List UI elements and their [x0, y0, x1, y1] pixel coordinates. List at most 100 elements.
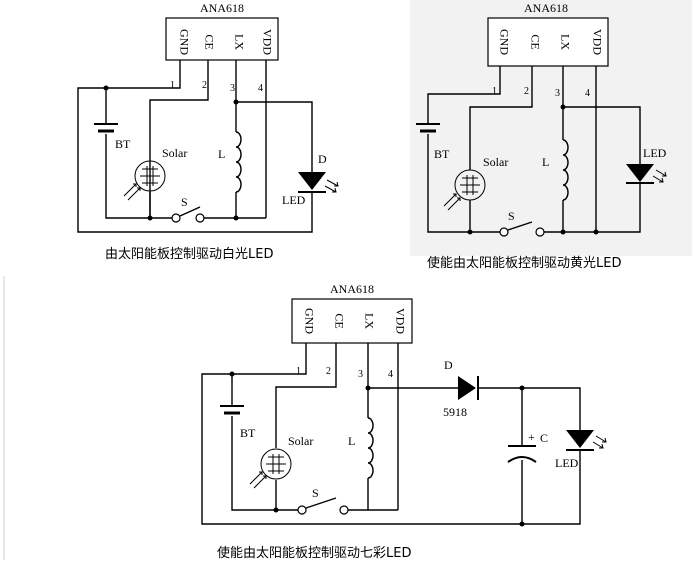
wire-diode-out-3 — [478, 387, 581, 430]
wire-bt-low-2 — [427, 134, 470, 233]
solar-label-3: Solar — [288, 434, 313, 448]
pin-number-4-2: 4 — [585, 88, 590, 99]
solar-label-2: Solar — [483, 155, 508, 169]
junction-1b — [233, 99, 239, 105]
switch-1 — [171, 206, 205, 223]
wire-gnd-2 — [427, 66, 501, 124]
caption-1: 由太阳能板控制驱动白光LED — [105, 246, 273, 262]
capacitor-label-3: C — [540, 431, 548, 445]
pin-label-vdd-1: VDD — [260, 29, 274, 55]
chip-body-1 — [165, 17, 279, 61]
junction-3b — [365, 385, 371, 391]
pin-number-4-3: 4 — [388, 369, 393, 380]
pin-label-gnd-2: GND — [497, 29, 511, 55]
battery-3 — [220, 405, 244, 415]
diode-3 — [458, 376, 479, 400]
wire-ce-1 — [149, 60, 209, 215]
wire-gnd-1 — [77, 60, 313, 233]
caption-3: 使能由太阳能板控制驱动七彩LED — [217, 545, 411, 561]
led-3 — [566, 430, 607, 451]
circuit-yellow-led: ANA618 GND CE LX VDD 1 2 3 4 BT — [410, 0, 692, 271]
battery-label-1: BT — [115, 137, 131, 151]
wire-ce-3 — [275, 343, 337, 448]
led-label-1: LED — [282, 193, 306, 207]
wire-ce-2 — [469, 66, 533, 170]
wire-led-top-1 — [236, 101, 313, 172]
switch-2 — [499, 221, 545, 237]
inductor-3 — [367, 417, 374, 479]
junction-3e — [519, 521, 525, 527]
chip-name-1: ANA618 — [200, 1, 244, 15]
solar-cell-2 — [443, 169, 486, 211]
circuit-white-led: ANA618 GND CE LX VDD 1 2 3 4 BT — [77, 1, 339, 262]
chip-name-3: ANA618 — [330, 282, 374, 296]
pin-label-gnd-1: GND — [177, 29, 191, 55]
pin-number-1-3: 1 — [296, 366, 301, 377]
led-label-2: LED — [643, 146, 667, 160]
pin-number-3-1: 3 — [230, 83, 235, 94]
pin-number-3-3: 3 — [358, 369, 363, 380]
pin-number-2-1: 2 — [202, 80, 207, 91]
chip-body-2 — [487, 17, 609, 67]
inductor-label-2: L — [542, 155, 549, 169]
junction-1d — [233, 215, 239, 221]
led-label-3: LED — [555, 456, 579, 470]
battery-2 — [416, 123, 440, 133]
switch-label-1: S — [181, 195, 188, 209]
led-2 — [626, 164, 667, 184]
capacitor-plus-3: + — [528, 430, 535, 444]
pin-label-lx-3: LX — [362, 313, 376, 329]
junction-3d — [273, 507, 279, 513]
chip-name-2: ANA618 — [524, 1, 568, 15]
junction-2d — [593, 229, 599, 235]
junction-1c — [147, 215, 153, 221]
battery-label-3: BT — [240, 426, 256, 440]
inductor-1 — [235, 131, 242, 193]
inductor-label-1: L — [218, 147, 225, 161]
capacitor-3 — [507, 445, 537, 463]
pin-label-ce-2: CE — [528, 34, 542, 49]
caption-2: 使能由太阳能板控制驱动黄光LED — [427, 255, 621, 271]
inductor-label-3: L — [348, 434, 355, 448]
wire-gnd-3 — [201, 343, 581, 525]
switch-label-3: S — [312, 486, 319, 500]
pin-label-vdd-2: VDD — [590, 29, 604, 55]
solar-label-1: Solar — [162, 146, 187, 160]
pin-label-ce-3: CE — [332, 313, 346, 328]
chip-body-3 — [291, 298, 413, 344]
junction-2c — [560, 229, 566, 235]
inductor-2 — [562, 139, 569, 201]
wire-bottom-b-2 — [544, 183, 641, 233]
pin-number-1-1: 1 — [170, 80, 175, 91]
diode-designator-3: D — [444, 358, 453, 372]
switch-3 — [297, 497, 349, 515]
pin-number-3-2: 3 — [555, 88, 560, 99]
led-designator-1: D — [318, 152, 327, 166]
pin-label-vdd-3: VDD — [393, 308, 407, 334]
wire-led-top-2 — [563, 106, 641, 164]
junction-3a — [229, 371, 235, 377]
pin-number-2-3: 2 — [326, 366, 331, 377]
solar-cell-3 — [249, 448, 292, 489]
pin-number-1-2: 1 — [492, 86, 497, 97]
pin-number-4-1: 4 — [258, 83, 263, 94]
pin-number-2-2: 2 — [524, 86, 529, 97]
wire-solar-low-3 — [275, 480, 298, 511]
junction-2a — [560, 104, 566, 110]
diode-label-3: 5918 — [443, 405, 467, 419]
pin-label-ce-1: CE — [202, 34, 216, 49]
pin-label-lx-1: LX — [232, 34, 246, 50]
battery-1 — [94, 123, 118, 133]
pin-label-gnd-3: GND — [302, 308, 316, 334]
switch-label-2: S — [508, 209, 515, 223]
battery-label-2: BT — [434, 147, 450, 161]
junction-2b — [467, 229, 473, 235]
led-1 — [298, 172, 339, 193]
wire-bt-low-3 — [231, 416, 276, 511]
junction-1a — [103, 85, 109, 91]
junction-3c — [519, 385, 525, 391]
circuit-colorful-led: ANA618 GND CE LX VDD 1 2 3 4 BT — [3, 276, 607, 561]
pin-label-lx-2: LX — [558, 34, 572, 50]
